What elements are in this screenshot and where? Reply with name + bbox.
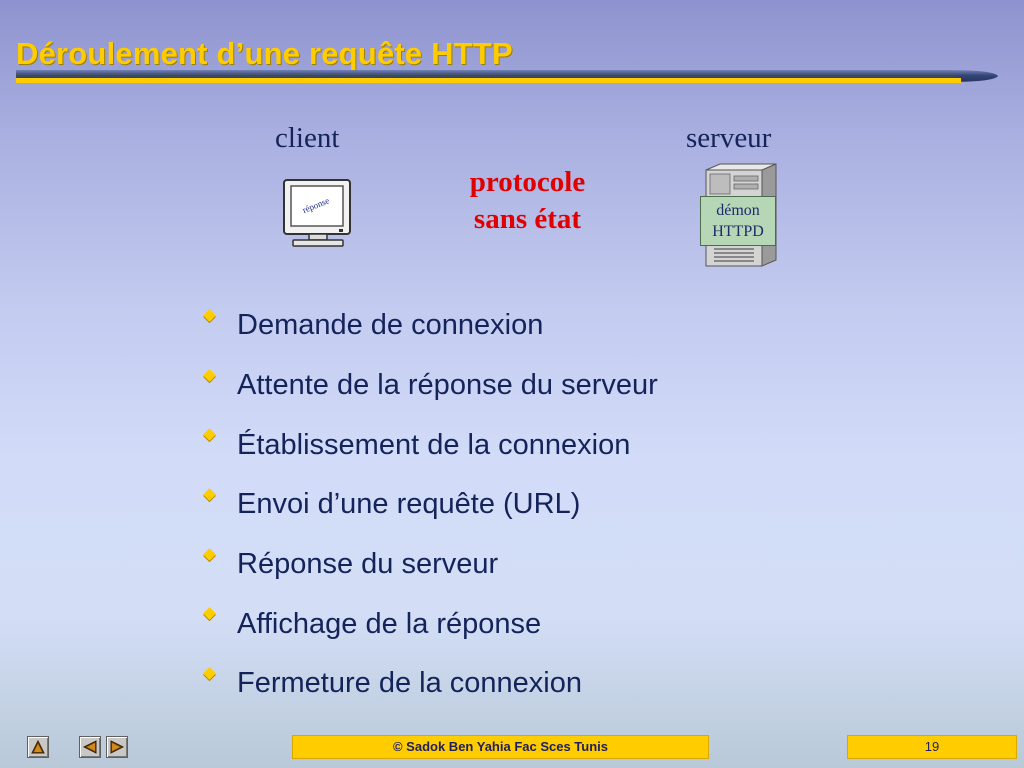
footer-credit: © Sadok Ben Yahia Fac Sces Tunis — [292, 735, 709, 759]
list-item: Fermeture de la connexion — [200, 654, 658, 714]
list-item: Demande de connexion — [200, 296, 658, 356]
page-number: 19 — [847, 735, 1017, 759]
stateless-protocol-note: protocole sans état — [440, 164, 615, 238]
httpd-daemon-box: démon HTTPD — [700, 196, 776, 246]
daemon-line-1: démon — [716, 202, 760, 219]
diamond-bullet-icon — [203, 428, 216, 442]
steps-list: Demande de connexion Attente de la répon… — [200, 296, 658, 714]
diamond-bullet-icon — [203, 547, 216, 561]
previous-arrow-icon — [83, 740, 97, 754]
diamond-bullet-icon — [203, 607, 216, 621]
home-up-icon — [31, 740, 45, 754]
home-button[interactable] — [27, 736, 49, 758]
diamond-bullet-icon — [203, 488, 216, 501]
slide-title: Déroulement d’une requête HTTP — [16, 36, 513, 71]
client-monitor-icon: réponse — [283, 179, 351, 247]
previous-slide-button[interactable] — [79, 736, 101, 758]
server-label: serveur — [686, 122, 772, 154]
list-item: Réponse du serveur — [200, 535, 658, 595]
title-underline-bar — [16, 70, 998, 83]
list-item: Attente de la réponse du serveur — [200, 356, 658, 416]
daemon-line-2: HTTPD — [712, 223, 764, 240]
diamond-bullet-icon — [203, 309, 216, 322]
list-item: Envoi d’une requête (URL) — [200, 475, 658, 535]
list-item: Établissement de la connexion — [200, 415, 658, 475]
next-arrow-icon — [110, 740, 124, 754]
protocol-line-1: protocole — [469, 166, 586, 198]
diamond-bullet-icon — [203, 667, 216, 680]
protocol-line-2: sans état — [473, 203, 582, 235]
client-label: client — [275, 122, 340, 154]
list-item: Affichage de la réponse — [200, 594, 658, 654]
next-slide-button[interactable] — [106, 736, 128, 758]
diamond-bullet-icon — [203, 368, 216, 382]
